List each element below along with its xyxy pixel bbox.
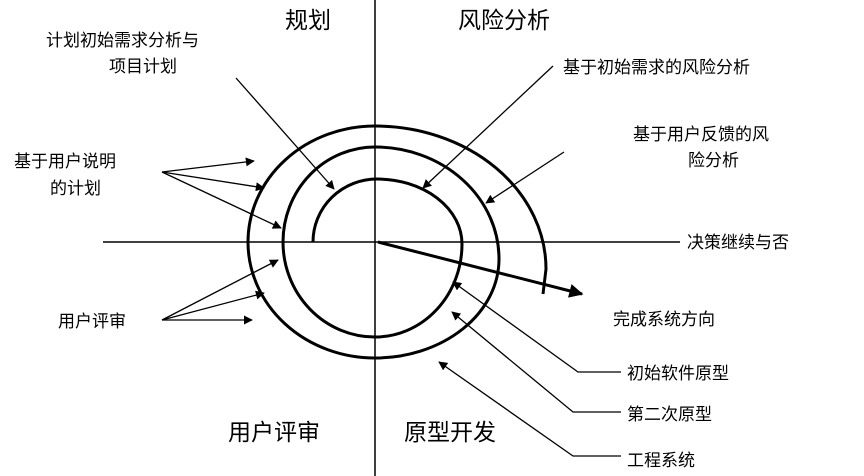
arrow-initial-prototype [452,281,621,373]
label-user-review: 用户评审 [58,312,126,332]
label-toward-system: 完成系统方向 [613,310,715,330]
arrow-plan-user-2 [161,171,265,192]
label-engineered-system: 工程系统 [627,451,695,471]
label-risk-initial: 基于初始需求的风险分析 [563,58,750,78]
arrow-toward-system [377,240,584,298]
label-risk-feedback-line1: 基于用户反馈的风 [633,125,769,145]
label-plan-from-user-line1: 基于用户说明 [14,152,116,172]
arrow-engineered-system [438,361,621,457]
quadrant-prototyping: 原型开发 [404,420,496,446]
label-plan-from-user-line2: 的计划 [50,179,101,199]
arrow-risk-feedback [485,151,565,204]
label-initial-prototype: 初始软件原型 [627,364,729,384]
arrow-user-review-1 [161,259,279,321]
label-initial-plan-line1: 计划初始需求分析与 [46,31,199,51]
arrow-plan-user-3 [161,171,282,229]
quadrant-customer-review: 用户评审 [228,420,320,446]
arrow-second-prototype [451,311,621,413]
label-initial-plan-line2: 项目计划 [109,57,177,77]
label-risk-feedback-line2: 险分析 [688,151,739,171]
arrow-plan-user-1 [161,157,255,173]
arrow-user-review-2 [161,290,265,321]
spiral-path [246,124,548,360]
arrow-initial-plan [235,77,335,190]
arrow-risk-initial [422,65,554,189]
label-go-no-go: 决策继续与否 [687,233,789,253]
quadrant-risk-analysis: 风险分析 [458,8,550,34]
label-second-prototype: 第二次原型 [627,405,712,425]
quadrant-planning: 规划 [285,8,331,34]
